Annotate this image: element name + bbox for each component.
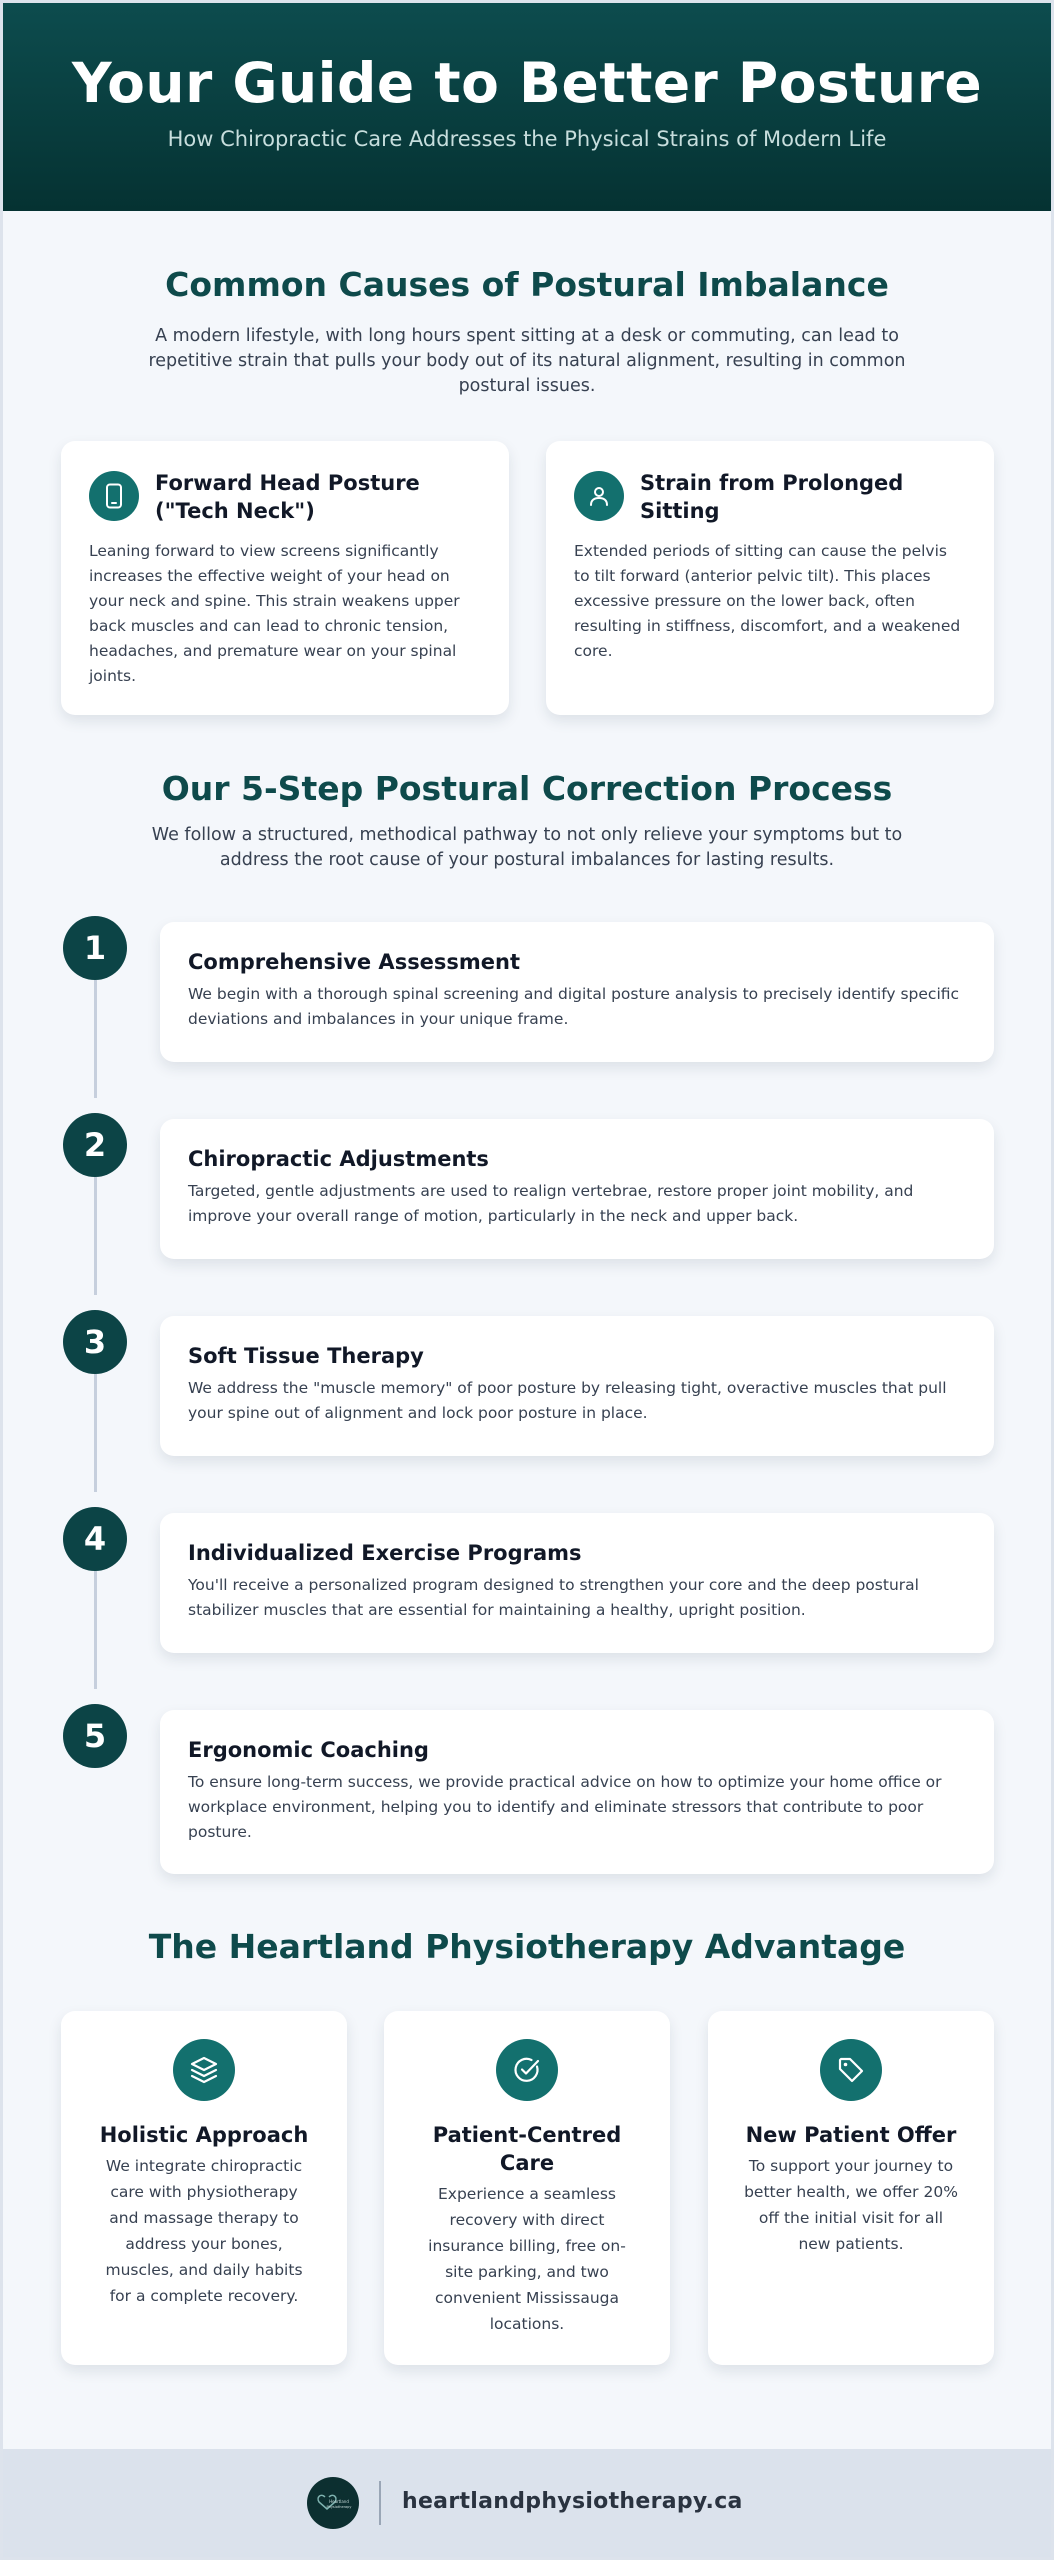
footer-divider — [379, 2481, 381, 2525]
footer: Heartland Physiotherapy heartlandphysiot… — [3, 2449, 1051, 2557]
step-body: To ensure long-term success, we provide … — [188, 1773, 942, 1841]
step-number-badge: 4 — [63, 1507, 127, 1571]
step-card: Chiropractic Adjustments Targeted, gentl… — [160, 1119, 994, 1259]
advantage-card-new-patient-offer: New Patient Offer To support your journe… — [708, 2011, 994, 2365]
advantage-body: We integrate chiropractic care with phys… — [105, 2157, 303, 2305]
page-title: Your Guide to Better Posture — [71, 51, 983, 115]
step-body: Targeted, gentle adjustments are used to… — [188, 1182, 914, 1225]
cause-body: Leaning forward to view screens signific… — [89, 542, 460, 685]
step-body: We address the "muscle memory" of poor p… — [188, 1379, 947, 1422]
advantage-card-patient-centred: Patient-Centred Care Experience a seamle… — [384, 2011, 670, 2365]
step-title: Soft Tissue Therapy — [188, 1344, 424, 1368]
step-number-badge: 5 — [63, 1704, 127, 1768]
step-body: We begin with a thorough spinal screenin… — [188, 985, 960, 1028]
process-section-title: Our 5-Step Postural Correction Process — [161, 769, 893, 808]
step-title: Chiropractic Adjustments — [188, 1147, 489, 1171]
website-link[interactable]: heartlandphysiotherapy.ca — [402, 2489, 743, 2514]
cause-title: Forward Head Posture ("Tech Neck") — [155, 471, 420, 523]
causes-section-title: Common Causes of Postural Imbalance — [165, 265, 889, 304]
advantage-body: To support your journey to better health… — [744, 2157, 958, 2253]
step-connector — [94, 980, 97, 1098]
heartland-logo-icon: Heartland Physiotherapy — [307, 2477, 359, 2529]
svg-text:Heartland: Heartland — [329, 2499, 349, 2504]
page-subtitle: How Chiropractic Care Addresses the Phys… — [167, 127, 887, 151]
step-card: Individualized Exercise Programs You'll … — [160, 1513, 994, 1653]
step-number-badge: 2 — [63, 1113, 127, 1177]
cause-title: Strain from Prolonged Sitting — [640, 471, 904, 523]
causes-section-intro: A modern lifestyle, with long hours spen… — [148, 326, 906, 396]
cause-card-tech-neck: Forward Head Posture ("Tech Neck") Leani… — [61, 441, 509, 715]
step-connector — [94, 1177, 97, 1295]
process-section-intro: We follow a structured, methodical pathw… — [151, 825, 903, 870]
advantage-section-title: The Heartland Physiotherapy Advantage — [148, 1927, 906, 1966]
step-card: Soft Tissue Therapy We address the "musc… — [160, 1316, 994, 1456]
step-body: You'll receive a personalized program de… — [188, 1576, 919, 1619]
advantage-card-holistic: Holistic Approach We integrate chiroprac… — [61, 2011, 347, 2365]
advantage-title: Patient-Centred Care — [432, 2123, 622, 2175]
layers-icon — [173, 2039, 235, 2101]
step-connector — [94, 1571, 97, 1689]
step-card: Ergonomic Coaching To ensure long-term s… — [160, 1710, 994, 1874]
step-connector — [94, 1374, 97, 1492]
step-title: Individualized Exercise Programs — [188, 1541, 582, 1565]
step-number-badge: 1 — [63, 916, 127, 980]
check-circle-icon — [496, 2039, 558, 2101]
step-title: Comprehensive Assessment — [188, 950, 521, 974]
cause-body: Extended periods of sitting can cause th… — [574, 542, 961, 660]
step-card: Comprehensive Assessment We begin with a… — [160, 922, 994, 1062]
person-icon — [574, 471, 624, 521]
svg-text:Physiotherapy: Physiotherapy — [327, 2505, 352, 2509]
step-number-badge: 3 — [63, 1310, 127, 1374]
tag-icon — [820, 2039, 882, 2101]
advantage-title: Holistic Approach — [99, 2123, 309, 2147]
advantage-body: Experience a seamless recovery with dire… — [428, 2185, 626, 2333]
hero-banner: Your Guide to Better Posture How Chiropr… — [3, 3, 1051, 211]
advantage-title: New Patient Offer — [745, 2123, 957, 2147]
cause-card-prolonged-sitting: Strain from Prolonged Sitting Extended p… — [546, 441, 994, 715]
step-title: Ergonomic Coaching — [188, 1738, 429, 1762]
phone-icon — [89, 471, 139, 521]
